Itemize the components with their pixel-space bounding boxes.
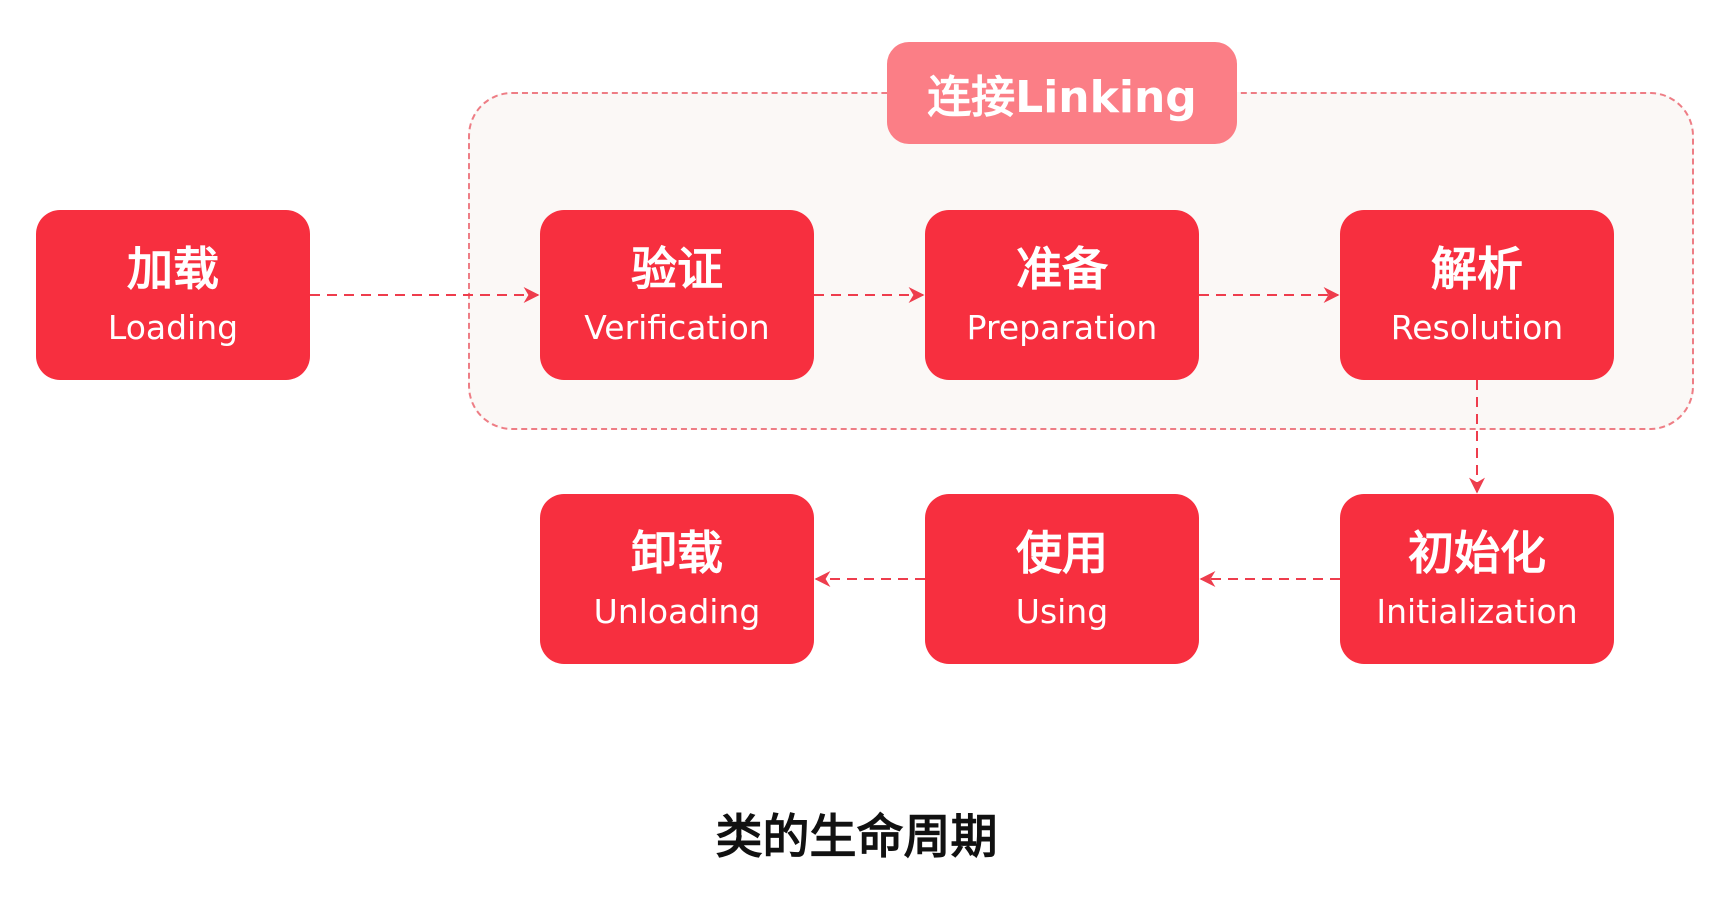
stage-preparation-zh: 准备 [1016, 242, 1108, 296]
stage-resolution-zh: 解析 [1431, 242, 1523, 296]
linking-group-label: 连接Linking [887, 42, 1237, 144]
stage-initialization-zh: 初始化 [1408, 526, 1546, 580]
stage-unloading-en: Unloading [593, 592, 761, 631]
stage-verification-zh: 验证 [631, 242, 723, 296]
stage-loading-en: Loading [107, 308, 239, 347]
stage-initialization-en: Initialization [1376, 592, 1578, 631]
stage-loading-zh: 加载 [127, 242, 219, 296]
diagram-caption: 类的生命周期 [715, 810, 998, 865]
stage-initialization: 初始化 Initialization [1340, 494, 1614, 664]
stage-preparation-en: Preparation [966, 308, 1158, 347]
stage-verification-en: Verification [584, 308, 770, 347]
stage-preparation: 准备 Preparation [925, 210, 1199, 380]
stage-resolution-en: Resolution [1390, 308, 1564, 347]
stage-using-en: Using [1015, 592, 1109, 631]
stage-using-zh: 使用 [1016, 526, 1108, 580]
stage-using: 使用 Using [925, 494, 1199, 664]
stage-unloading-zh: 卸载 [631, 526, 723, 580]
stage-verification: 验证 Verification [540, 210, 814, 380]
stage-loading: 加载 Loading [36, 210, 310, 380]
stage-unloading: 卸载 Unloading [540, 494, 814, 664]
stage-resolution: 解析 Resolution [1340, 210, 1614, 380]
